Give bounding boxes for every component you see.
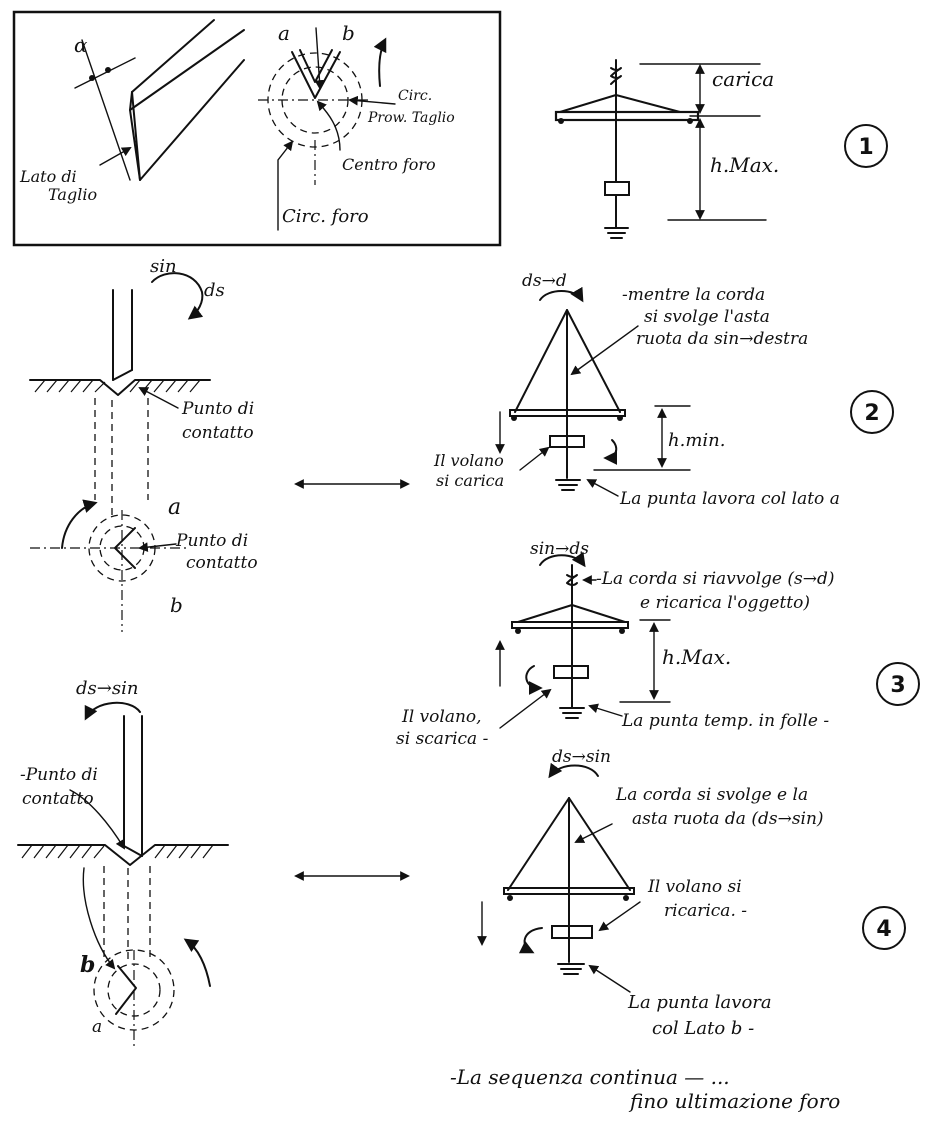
inset-panel: α Lato di Taglio a b Circ. Prow. Taglio …: [12, 10, 502, 247]
footer-line-1: -La sequenza continua — ...: [450, 1065, 730, 1089]
stage4-flywheel-1: Il volano si: [647, 877, 742, 897]
stage2-contact-top-2: contatto: [182, 423, 254, 443]
stage1-hmax-label: h.Max.: [710, 153, 779, 177]
bit-side-view: [74, 19, 245, 181]
hole-center-label: Centro foro: [342, 155, 436, 174]
stage4-tip-2: col Lato b -: [652, 1018, 754, 1039]
bit-top-view: [258, 27, 396, 231]
inset-label-b: b: [342, 21, 355, 45]
stage-2-bit-view: [29, 272, 211, 632]
stage2-contact-bottom-1: Punto di: [175, 531, 248, 551]
stage4-rotation-left: ds→sin: [76, 678, 138, 699]
stage4-label-b: b: [80, 952, 95, 978]
circ-cut-label-2: Prow. Taglio: [367, 110, 455, 126]
stage3-tip-label: La punta temp. in folle -: [621, 711, 829, 731]
circ-cut-label-1: Circ.: [398, 88, 432, 104]
stage-3-drill-view: [495, 551, 920, 729]
stage2-rotation-ds: ds: [204, 280, 225, 301]
stage4-contact-1: -Punto di: [20, 765, 98, 785]
stage3-flywheel-1: Il volano,: [401, 707, 482, 727]
stage-2-drill-view: [495, 286, 894, 497]
stage2-hmin-label: h.min.: [668, 430, 725, 451]
stage3-note-2: e ricarica l'oggetto): [640, 593, 810, 613]
hole-circle-label: Circ. foro: [282, 206, 369, 227]
stage2-flywheel-1: Il volano: [433, 451, 504, 470]
stage2-note-2: si svolge l'asta: [644, 307, 770, 327]
stage3-rotation: sin→ds: [530, 539, 589, 559]
stage2-contact-bottom-2: contatto: [186, 553, 258, 573]
inset-frame: [12, 10, 502, 247]
stage2-tip-label: La punta lavora col lato a: [619, 489, 840, 509]
stage2-label-a: a: [168, 495, 181, 520]
stage2-contact-top-1: Punto di: [181, 399, 254, 419]
stage-4-drill-view: [477, 762, 906, 993]
inset-label-a: a: [278, 21, 290, 45]
stage4-note-1: La corda si svolge e la: [615, 785, 808, 805]
stage2-rotation-right: ds→d: [522, 271, 567, 291]
stage4-flywheel-2: ricarica. -: [664, 901, 747, 921]
stage-4-bit-view: [17, 701, 229, 1046]
stage2-note-3: ruota da sin→destra: [636, 329, 808, 349]
stage4-tip-1: La punta lavora: [627, 992, 772, 1013]
stage1-number: 1: [858, 135, 873, 160]
stage1-load-label: carica: [712, 67, 774, 91]
stage2-rotation-sin: sin: [150, 256, 177, 277]
footer-line-2: fino ultimazione foro: [628, 1089, 840, 1113]
stage4-label-a: a: [92, 1017, 102, 1037]
alpha-label: α: [74, 33, 88, 57]
stage4-contact-2: contatto: [22, 789, 94, 809]
stage4-number: 4: [876, 917, 891, 942]
stage3-note-1: -La corda si riavvolge (s→d): [596, 569, 834, 589]
cutting-side-label-1: Lato di: [19, 167, 77, 186]
stage3-flywheel-2: si scarica -: [396, 729, 489, 749]
stage4-rotation-right: ds→sin: [552, 747, 611, 767]
stage2-flywheel-2: si carica: [436, 471, 504, 490]
stage3-hmax-label: h.Max.: [662, 645, 731, 669]
stage2-note-1: -mentre la corda: [622, 285, 765, 305]
stage2-label-b: b: [170, 593, 183, 617]
cutting-side-label-2: Taglio: [48, 185, 97, 204]
stage2-number: 2: [864, 401, 879, 426]
stage3-number: 3: [890, 673, 905, 698]
stage-1: [554, 59, 888, 239]
stage4-note-2: asta ruota da (ds→sin): [632, 809, 824, 829]
